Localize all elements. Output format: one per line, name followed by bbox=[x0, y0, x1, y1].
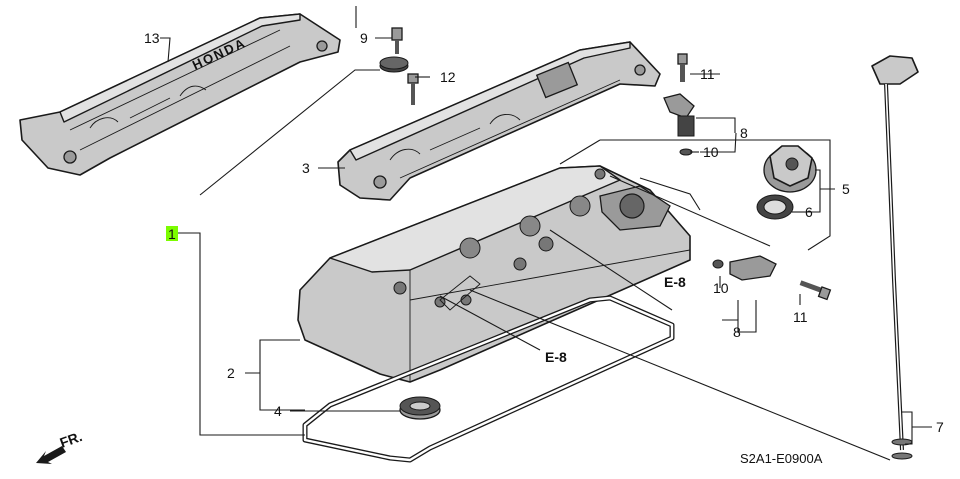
callout-5: 5 bbox=[842, 181, 850, 197]
callout-11-lower: 11 bbox=[793, 309, 808, 325]
callout-1: 1 bbox=[168, 226, 176, 242]
ref-e8-right[interactable]: E-8 bbox=[664, 274, 686, 290]
callout-8-upper: 8 bbox=[740, 125, 748, 141]
cylinder-head-cover-1[interactable] bbox=[297, 165, 691, 383]
callout-4: 4 bbox=[274, 403, 282, 419]
engine-cover-3[interactable] bbox=[337, 41, 661, 201]
front-direction-marker: FR. bbox=[36, 428, 84, 464]
callout-1-highlight bbox=[166, 226, 178, 241]
callout-2: 2 bbox=[227, 365, 235, 381]
callout-3: 3 bbox=[302, 160, 310, 176]
reference-tags: E-8 E-8 bbox=[545, 274, 686, 365]
callout-11-upper: 11 bbox=[700, 66, 715, 82]
leader-lines bbox=[160, 6, 932, 461]
callout-7: 7 bbox=[936, 419, 944, 435]
cover-bolt-9[interactable] bbox=[391, 27, 403, 54]
callout-9: 9 bbox=[360, 30, 368, 46]
callout-10-lower: 10 bbox=[713, 280, 729, 296]
oil-cap-seal-6[interactable] bbox=[756, 194, 794, 220]
callout-12: 12 bbox=[440, 69, 456, 85]
sensor-lower-8[interactable] bbox=[712, 255, 832, 301]
oil-filler-cap-5[interactable] bbox=[763, 145, 817, 193]
callout-10-upper: 10 bbox=[703, 144, 719, 160]
oil-dipstick-7[interactable] bbox=[871, 55, 919, 460]
callout-13: 13 bbox=[144, 30, 160, 46]
washer-rubber[interactable] bbox=[379, 56, 409, 73]
front-arrow-icon bbox=[36, 446, 66, 464]
ref-e8-center[interactable]: E-8 bbox=[545, 349, 567, 365]
callout-6: 6 bbox=[805, 204, 813, 220]
head-cover-gasket-2[interactable] bbox=[302, 295, 675, 463]
drawing-code: S2A1-E0900A bbox=[740, 451, 823, 466]
sensor-upper-8[interactable] bbox=[663, 53, 695, 156]
callout-8-lower: 8 bbox=[733, 324, 741, 340]
cover-bolt-12[interactable] bbox=[407, 73, 419, 105]
plug-hole-seal-4[interactable] bbox=[399, 396, 441, 420]
callout-labels: 1 2 3 4 5 6 7 8 8 9 10 10 11 11 12 13 bbox=[144, 30, 944, 435]
front-label: FR. bbox=[58, 428, 85, 451]
engine-cover-13[interactable]: HONDA bbox=[19, 13, 341, 176]
